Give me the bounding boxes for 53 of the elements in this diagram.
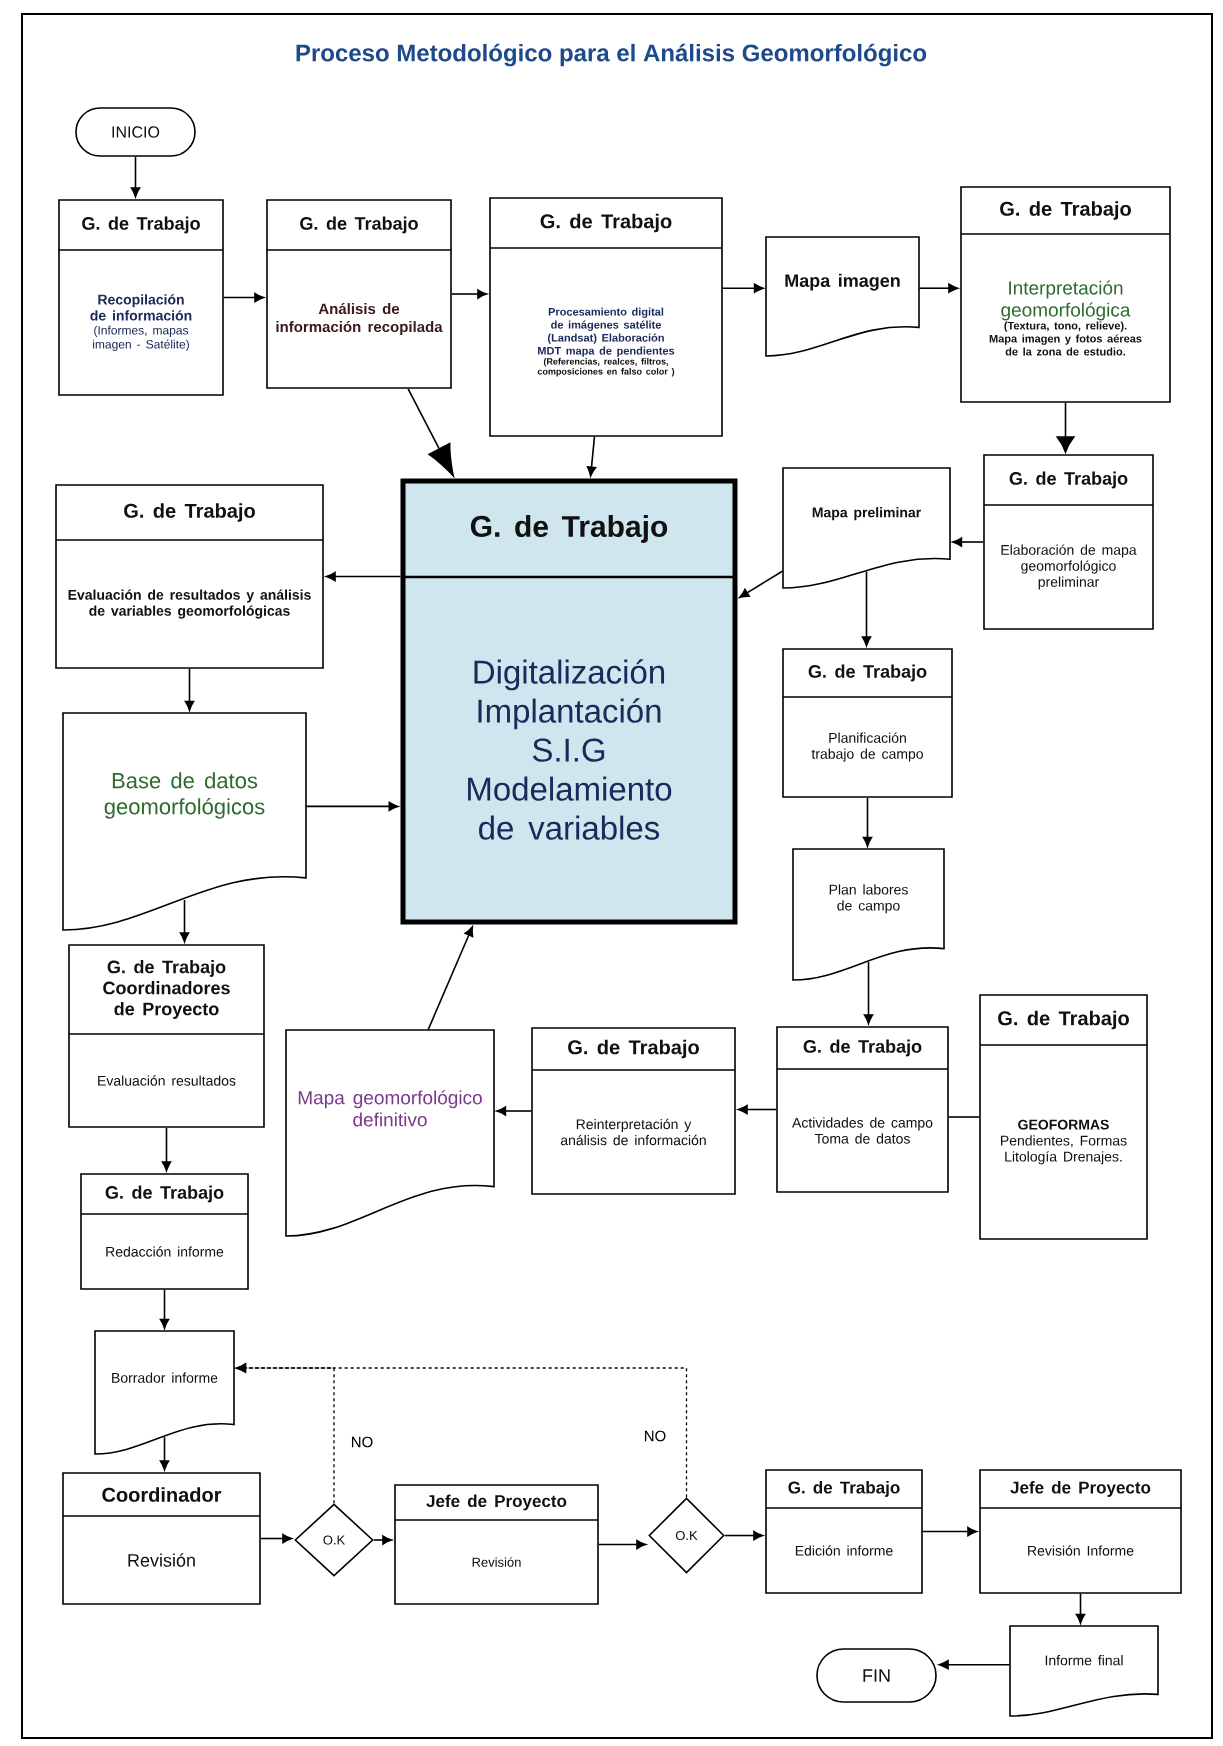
arrow bbox=[260, 1533, 293, 1544]
arrow bbox=[863, 961, 874, 1025]
process-box: G. de Trabajo Digitalización Implantación S.I.G Modelamiento de variables bbox=[400, 478, 738, 925]
arrow bbox=[427, 926, 474, 1031]
arrow bbox=[373, 1535, 393, 1545]
arrow bbox=[325, 571, 402, 582]
process-box: G. de Trabajo Coordinadores de Proyecto Evaluación resultados bbox=[68, 944, 265, 1128]
arrow bbox=[159, 1436, 170, 1471]
process-box: Jefe de Proyecto Revisión Informe bbox=[979, 1469, 1182, 1594]
arrow bbox=[586, 436, 597, 477]
arrow bbox=[922, 1526, 978, 1537]
process-box: G. de Trabajo Edición informe bbox=[765, 1469, 923, 1594]
arrow bbox=[1075, 1593, 1086, 1624]
arrow bbox=[130, 156, 141, 198]
arrow bbox=[861, 570, 872, 647]
process-box: G. de Trabajo Análisis de información recopilada bbox=[266, 199, 452, 389]
process-box: G. de Trabajo Actividades de campo Toma de datos bbox=[776, 1026, 949, 1193]
process-box: G. de Trabajo Recopilación de información (Informes, mapas imagen - Satélite) bbox=[58, 199, 224, 396]
process-box: G. de Trabajo Planificación trabajo de campo bbox=[782, 648, 953, 798]
arrow bbox=[179, 899, 190, 943]
arrow bbox=[952, 537, 984, 547]
process-box: G. de Trabajo Elaboración de mapa geomorfológico preliminar bbox=[983, 454, 1154, 630]
title: Proceso Metodológico para el Análisis Geomorfológico bbox=[296, 43, 927, 67]
process-box: G. de Trabajo Redacción informe bbox=[80, 1173, 249, 1290]
arrow bbox=[223, 292, 265, 303]
arrow bbox=[159, 1289, 170, 1329]
edge-label: NO bbox=[641, 1428, 669, 1444]
arrow bbox=[938, 1659, 1011, 1670]
process-box: Jefe de Proyecto Revisión bbox=[394, 1484, 599, 1605]
arrow bbox=[722, 283, 764, 293]
arrow bbox=[451, 289, 488, 299]
arrow bbox=[862, 797, 873, 847]
arrow bbox=[235, 1363, 688, 1498]
arrow bbox=[305, 801, 399, 812]
process-box: G. de Trabajo Interpretación geomorfológica (Textura, tono, relieve). Mapa imagen y fotos aéreas de la zona de estudio. bbox=[960, 186, 1171, 403]
arrow bbox=[1056, 402, 1075, 453]
arrow bbox=[184, 668, 195, 711]
process-box: Coordinador Revisión bbox=[62, 1472, 261, 1605]
process-box: G. de Trabajo Evaluación de resultados y análisis de variables geomorfológicas bbox=[55, 484, 324, 669]
arrow bbox=[739, 570, 784, 599]
process-box: G. de Trabajo Procesamiento digital de imágenes satélite (Landsat) Elaboración MDT mapa de pendientes (Referencias, realces, filtros, composiciones en falso color ) bbox=[489, 197, 723, 437]
arrow bbox=[407, 388, 454, 477]
arrow bbox=[161, 1127, 172, 1172]
terminal-box: INICIO bbox=[75, 107, 196, 157]
process-box: G. de Trabajo Reinterpretación y análisis de información bbox=[531, 1027, 736, 1195]
arrow bbox=[737, 1104, 777, 1115]
arrow bbox=[496, 1106, 532, 1116]
arrow bbox=[918, 283, 959, 293]
edge-label: NO bbox=[348, 1434, 376, 1450]
arrow bbox=[724, 1530, 764, 1541]
arrow bbox=[598, 1539, 647, 1550]
terminal-box: FIN bbox=[816, 1648, 937, 1703]
process-box: G. de Trabajo GEOFORMAS Pendientes, Formas Litología Drenajes. bbox=[979, 994, 1148, 1240]
